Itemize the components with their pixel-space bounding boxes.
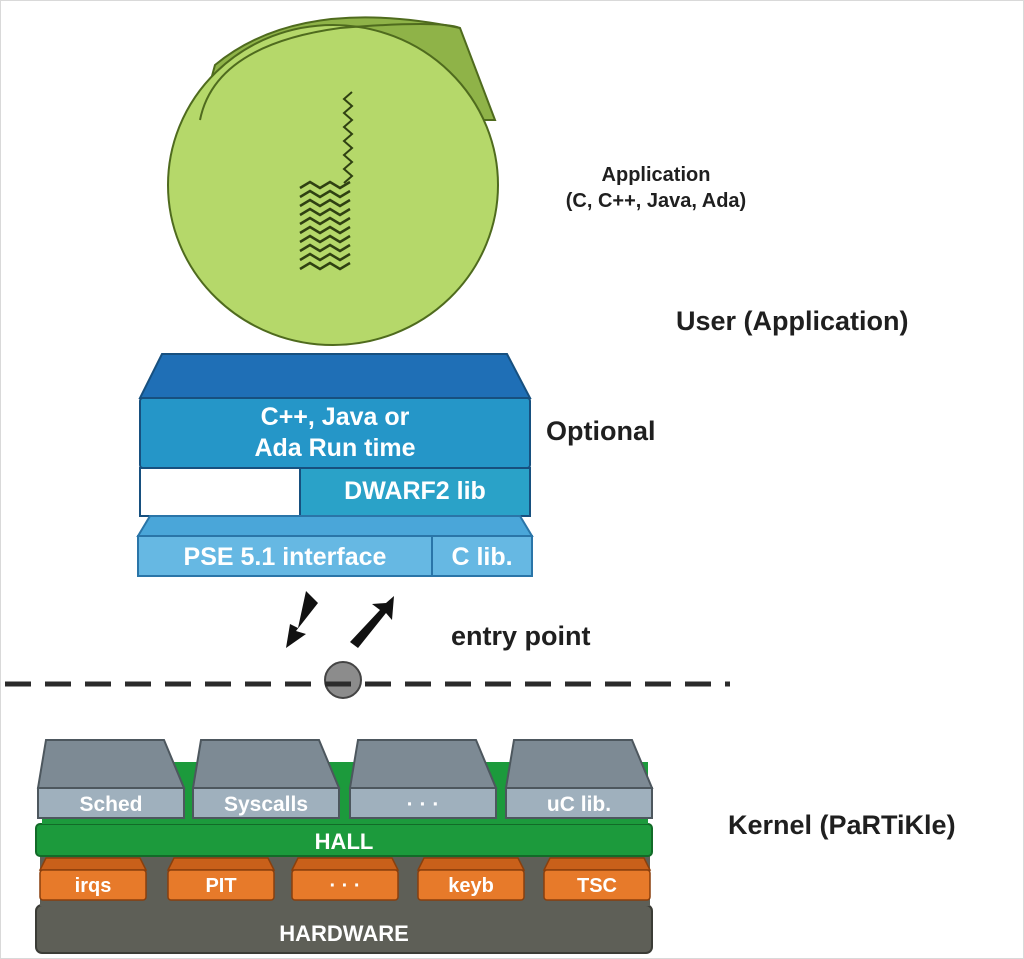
kernel-module-label: Sched <box>79 793 142 816</box>
dwarf-lib-label: DWARF2 lib <box>344 477 486 505</box>
arrow-down-icon <box>286 591 318 648</box>
pse-interface-label: PSE 5.1 interface <box>184 543 387 571</box>
kernel-module-face <box>192 787 340 819</box>
pse-interface-box <box>137 535 433 577</box>
driver-module-top <box>542 857 652 871</box>
driver-module-top <box>38 857 148 871</box>
driver-module-label: TSC <box>577 875 617 897</box>
driver-module: · · · <box>290 857 400 901</box>
kernel-module-top <box>348 739 498 789</box>
driver-module-label: PIT <box>205 875 236 897</box>
kernel-module-top <box>504 739 654 789</box>
kernel-module-label: Syscalls <box>224 793 308 816</box>
driver-module-label: · · · <box>329 875 360 897</box>
driver-module-face <box>417 869 525 901</box>
optional-level-label: Optional <box>546 416 656 446</box>
hal-label: HALL <box>315 829 374 854</box>
application-cylinder <box>167 16 499 346</box>
kernel-module-label: · · · <box>407 793 440 816</box>
driver-module-top <box>290 857 400 871</box>
kernel-module-face <box>37 787 185 819</box>
driver-module: TSC <box>542 857 652 901</box>
runtime-top <box>138 353 532 399</box>
runtime-empty-slot <box>139 467 301 517</box>
driver-module-face <box>167 869 275 901</box>
clib-box <box>431 535 533 577</box>
pse-top <box>136 515 534 537</box>
hardware-label: HARDWARE <box>279 921 409 946</box>
driver-module-top <box>166 857 276 871</box>
driver-module-label: keyb <box>448 875 494 897</box>
thread-pattern-icon <box>299 180 351 271</box>
application-languages: (C, C++, Java, Ada) <box>565 190 747 212</box>
driver-module-face <box>543 869 651 901</box>
kernel-module-top <box>191 739 341 789</box>
driver-module: PIT <box>166 857 276 901</box>
entry-point-node <box>324 661 362 699</box>
entry-point-label: entry point <box>451 621 591 651</box>
driver-row: irqs PIT · · · keyb TSC <box>38 857 652 901</box>
syscall-arrows <box>286 591 394 699</box>
kernel-module: Sched <box>36 739 186 819</box>
kernel-level-label: Kernel (PaRTiKle) <box>728 810 956 840</box>
kernel-module-label: uC lib. <box>547 793 611 816</box>
kernel-module: uC lib. <box>504 739 654 819</box>
driver-module: keyb <box>416 857 526 901</box>
kernel-module: Syscalls <box>191 739 341 819</box>
clib-label: C lib. <box>451 543 512 571</box>
module-row: Sched Syscalls · · · uC lib. <box>36 739 654 819</box>
application-title: Application <box>601 164 711 186</box>
driver-module-label: irqs <box>75 875 112 897</box>
driver-module: irqs <box>38 857 148 901</box>
driver-module-face <box>291 869 399 901</box>
runtime-line1: C++, Java or <box>261 403 410 431</box>
driver-module-top <box>416 857 526 871</box>
runtime-line2: Ada Run time <box>254 434 415 462</box>
kernel-module-face <box>349 787 497 819</box>
user-level-label: User (Application) <box>676 306 909 336</box>
kernel-module-top <box>36 739 186 789</box>
kernel-module-face <box>505 787 653 819</box>
kernel-module: · · · <box>348 739 498 819</box>
runtime-block: C++, Java or Ada Run time DWARF2 lib PSE… <box>136 353 534 577</box>
driver-module-face <box>39 869 147 901</box>
arrow-up-icon <box>350 596 394 648</box>
thread-zigzag-icon <box>342 91 354 184</box>
